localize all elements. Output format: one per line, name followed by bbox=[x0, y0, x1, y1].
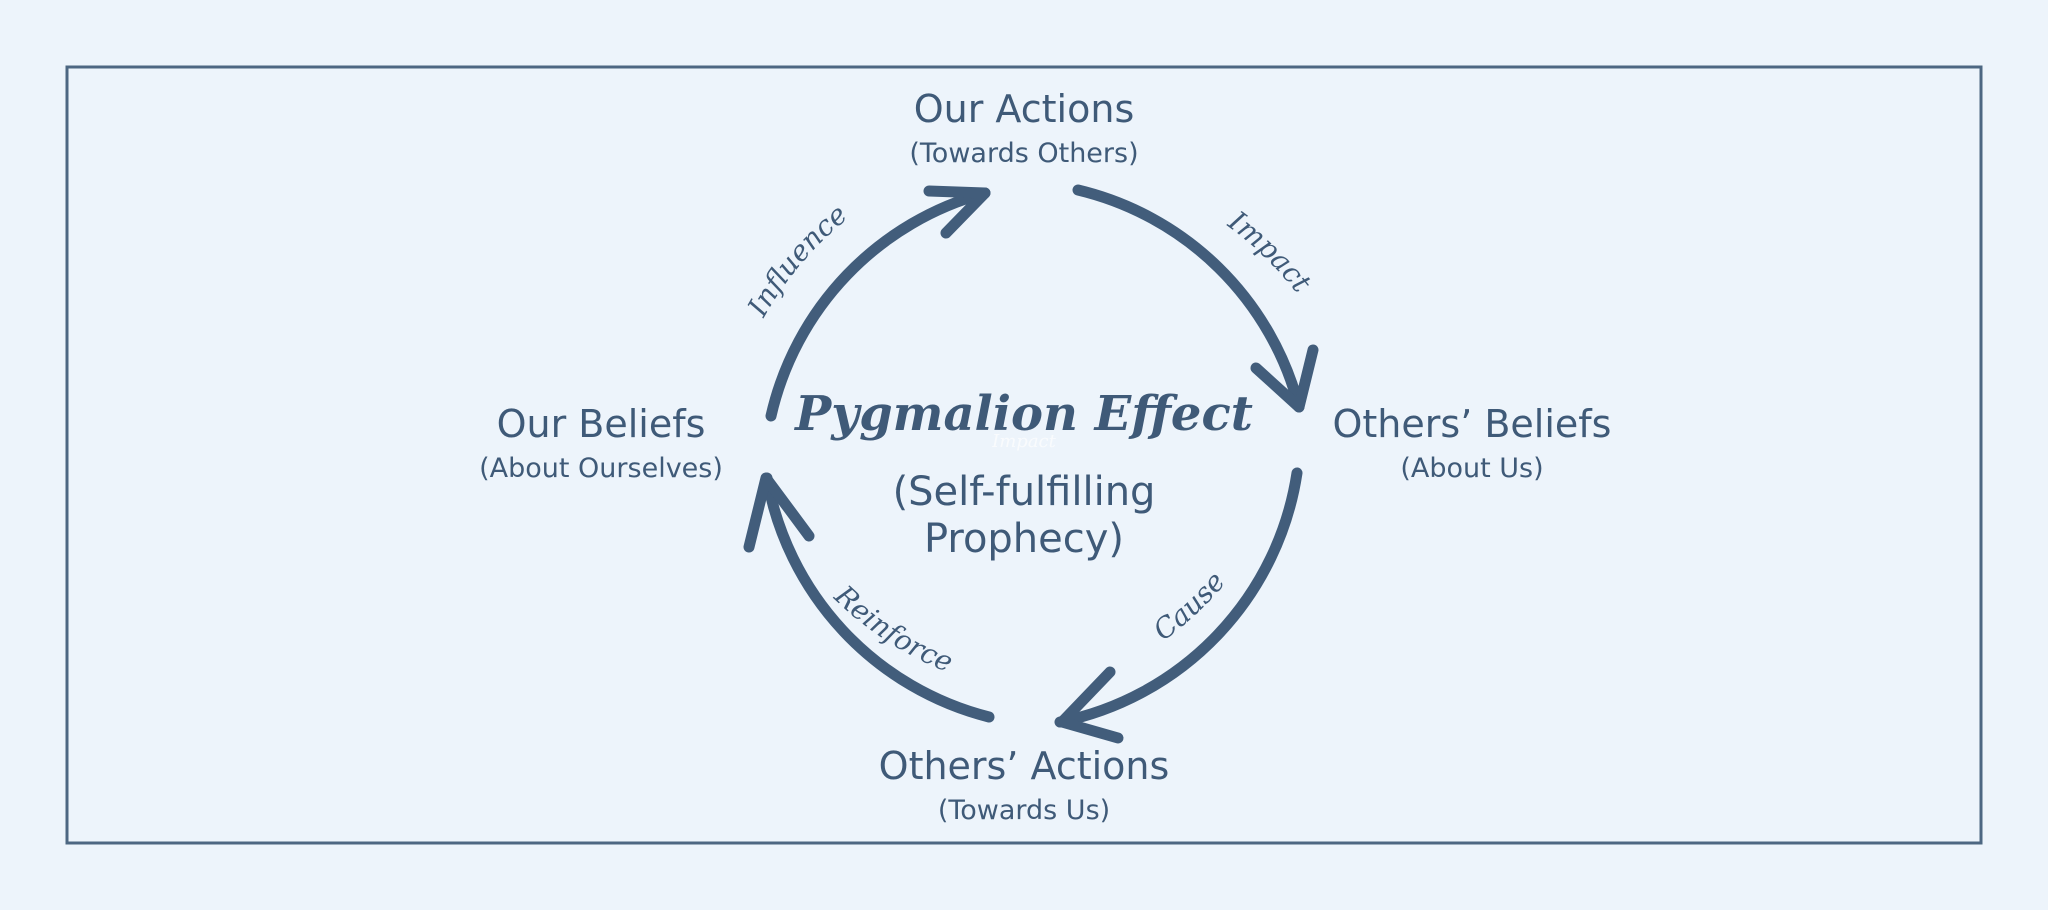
center-subtitle-line1: (Self-fulfilling bbox=[893, 469, 1156, 515]
node-our-actions: Our Actions (Towards Others) bbox=[909, 87, 1138, 169]
arrow-impact-shaft bbox=[1072, 184, 1305, 413]
arrow-cause-shaft bbox=[1054, 467, 1303, 728]
center-faint-label: Impact bbox=[991, 431, 1057, 452]
center-label: Pygmalion Effect Impact (Self-fulfilling… bbox=[793, 386, 1253, 562]
arrow-cause-head bbox=[1056, 666, 1124, 744]
arrow-reinforce-head bbox=[743, 472, 815, 553]
node-others-actions: Others’ Actions (Towards Us) bbox=[879, 744, 1170, 826]
arrow-cause bbox=[1054, 467, 1303, 744]
node-our-beliefs-title: Our Beliefs bbox=[497, 402, 706, 446]
arrow-reinforce bbox=[743, 472, 995, 723]
node-our-beliefs-subtitle: (About Ourselves) bbox=[479, 453, 723, 484]
node-others-beliefs-subtitle: (About Us) bbox=[1400, 453, 1543, 484]
node-our-beliefs: Our Beliefs (About Ourselves) bbox=[479, 402, 723, 484]
node-others-beliefs-title: Others’ Beliefs bbox=[1333, 402, 1612, 446]
arrow-impact-head bbox=[1250, 344, 1319, 413]
node-others-actions-subtitle: (Towards Us) bbox=[938, 795, 1110, 826]
node-others-actions-title: Others’ Actions bbox=[879, 744, 1170, 788]
node-others-beliefs: Others’ Beliefs (About Us) bbox=[1333, 402, 1612, 484]
arrow-influence-shaft bbox=[765, 187, 991, 422]
center-subtitle-line2: Prophecy) bbox=[924, 516, 1124, 562]
diagram-frame bbox=[65, 65, 1983, 845]
arrow-influence-head bbox=[923, 185, 991, 239]
arrow-reinforce-shaft bbox=[761, 472, 995, 723]
node-our-actions-subtitle: (Towards Others) bbox=[909, 138, 1138, 169]
arrow-influence bbox=[765, 185, 991, 422]
center-title: Pygmalion Effect bbox=[793, 386, 1253, 442]
label-influence: Influence bbox=[741, 198, 854, 323]
arrow-impact bbox=[1072, 184, 1319, 413]
node-our-actions-title: Our Actions bbox=[914, 87, 1135, 131]
